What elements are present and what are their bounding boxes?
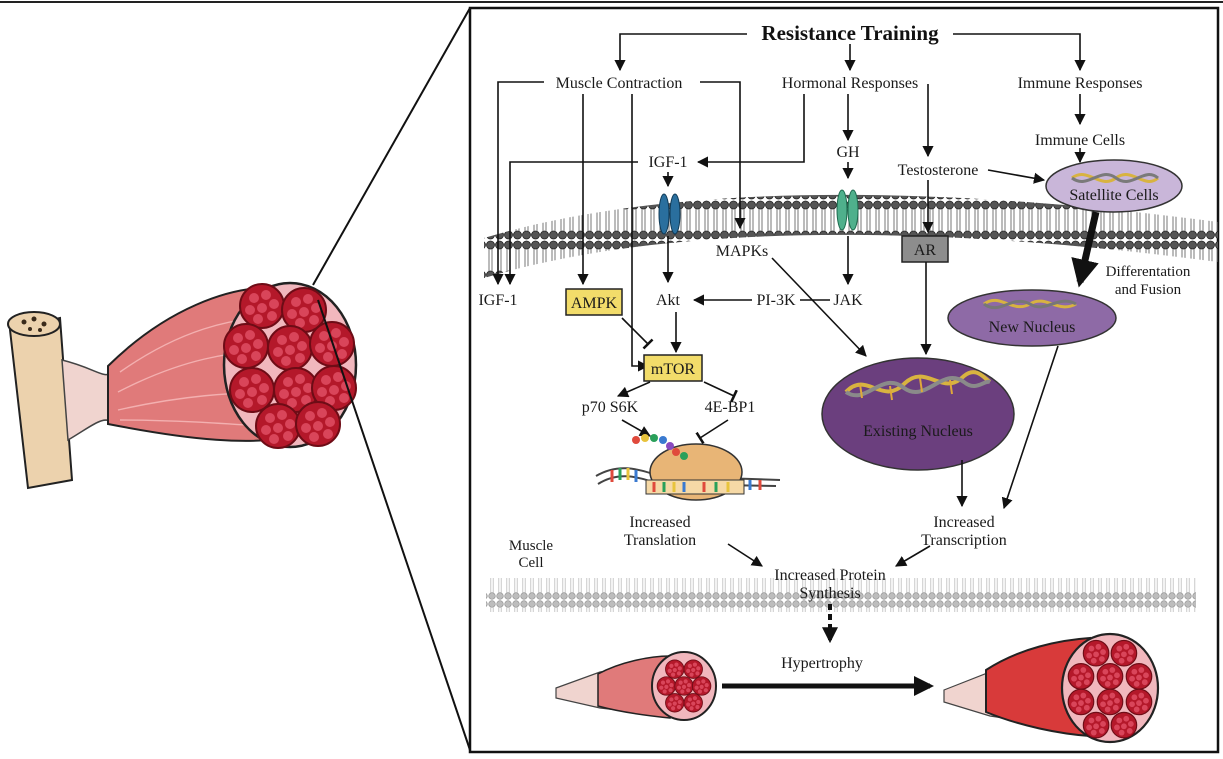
increased-translation-2: Translation — [624, 532, 696, 549]
bone-shaft — [8, 316, 74, 490]
gh-label: GH — [836, 144, 860, 161]
existing-nucleus-label: Existing Nucleus — [863, 423, 973, 440]
igf1-label: IGF-1 — [648, 154, 687, 171]
differentiation-label-1: Differentation — [1106, 264, 1191, 280]
akt-label: Akt — [656, 292, 681, 309]
cell-membrane-bottom — [486, 578, 1196, 612]
satellite-cells-label: Satellite Cells — [1069, 187, 1158, 204]
muscle-cell-label-1: Muscle — [509, 538, 554, 554]
small-muscle-before — [555, 651, 717, 721]
increased-protein-2: Synthesis — [799, 585, 860, 602]
ribosome-illustration — [595, 434, 781, 501]
pi3k-label: PI-3K — [756, 292, 796, 309]
increased-protein-1: Increased Protein — [774, 567, 886, 584]
large-muscle-after — [943, 632, 1160, 744]
increased-translation-1: Increased — [629, 514, 690, 531]
satellite-cells: Satellite Cells — [1045, 159, 1183, 213]
jak-label: JAK — [833, 292, 863, 309]
mapks-label: MAPKs — [716, 243, 768, 260]
hormonal-responses-label: Hormonal Responses — [782, 75, 918, 92]
ar-box — [901, 235, 949, 263]
zoom-line-top — [312, 7, 471, 286]
increased-transcription-2: Transcription — [921, 532, 1007, 549]
bone-end — [7, 311, 61, 337]
resistance-training-title: Resistance Training — [761, 21, 939, 45]
muscle-cell-label-2: Cell — [519, 555, 544, 571]
differentiation-arrow — [1071, 211, 1100, 288]
igf1-receptor — [658, 193, 681, 235]
zoom-line-bottom — [317, 299, 471, 751]
differentiation-label-2: and Fusion — [1115, 282, 1182, 298]
mtor-label: mTOR — [651, 361, 695, 378]
igf1-side-label: IGF-1 — [478, 292, 517, 309]
4ebp1-label: 4E-BP1 — [705, 399, 756, 416]
new-nucleus: New Nucleus — [947, 289, 1117, 347]
p70s6k-label: p70 S6K — [582, 399, 639, 416]
ampk-box — [565, 288, 623, 316]
ar-label: AR — [914, 242, 937, 259]
gh-receptor — [836, 189, 859, 231]
hypertrophy-label: Hypertrophy — [781, 655, 863, 672]
immune-responses-label: Immune Responses — [1018, 75, 1143, 92]
ampk-label: AMPK — [571, 295, 618, 312]
mtor-box — [643, 354, 703, 382]
immune-cells-label: Immune Cells — [1035, 132, 1125, 149]
muscle-contraction-label: Muscle Contraction — [556, 75, 683, 92]
whole-muscle-illustration — [7, 281, 358, 490]
increased-transcription-1: Increased — [933, 514, 994, 531]
new-nucleus-label: New Nucleus — [989, 319, 1076, 336]
existing-nucleus: Existing Nucleus — [821, 357, 1015, 471]
testosterone-label: Testosterone — [898, 162, 979, 179]
